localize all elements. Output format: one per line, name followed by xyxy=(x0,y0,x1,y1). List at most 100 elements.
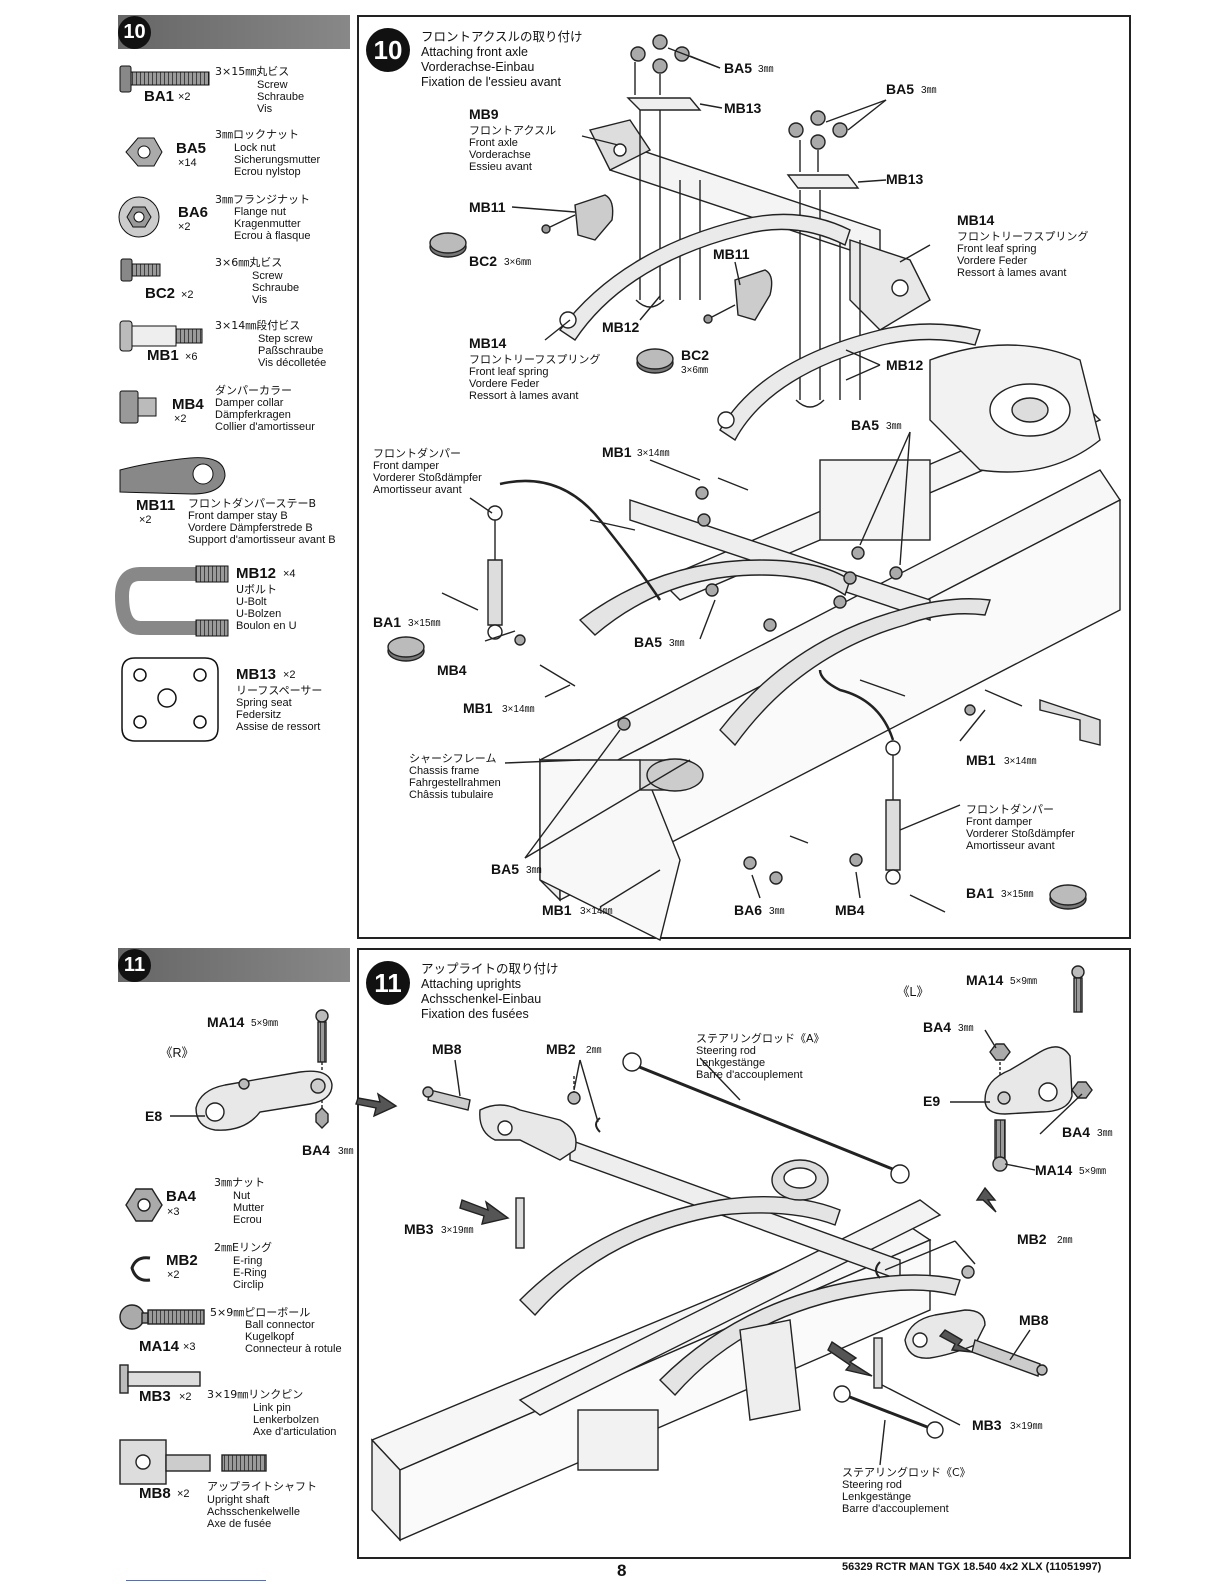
part-mb4-code: MB4 xyxy=(172,396,204,413)
callout-damper-left-jp: フロントダンパー xyxy=(373,447,461,460)
callout-steer-a-fr: Barre d'accouplement xyxy=(696,1069,803,1081)
callout-steer-c-fr: Barre d'accouplement xyxy=(842,1503,949,1515)
callout-mb11-a: MB11 xyxy=(469,199,506,215)
part-mb11-de: Vordere Dämpferstrede B xyxy=(188,522,313,534)
callout-ba5-bottom-size: 3㎜ xyxy=(526,865,542,876)
callout-steer-c-de: Lenkgestänge xyxy=(842,1491,912,1503)
short-screw-icon xyxy=(120,258,161,282)
step11-badge: 11 xyxy=(118,949,151,982)
part-ba4-qty: ×3 xyxy=(167,1206,180,1218)
ball-connector-icon xyxy=(315,1009,329,1070)
l-label: 《L》 xyxy=(897,985,929,999)
step10-badge: 10 xyxy=(118,16,151,49)
callout-bc2-b-size: 3×6㎜ xyxy=(681,365,708,376)
callout-mb4-left: MB4 xyxy=(437,662,467,678)
ball-connector-icon xyxy=(119,1304,205,1330)
part-mb2-code: MB2 xyxy=(166,1252,198,1269)
callout-mb4-bottom: MB4 xyxy=(835,902,865,918)
part-mb13-de: Federsitz xyxy=(236,709,282,721)
part-bc2-code: BC2 xyxy=(145,285,176,302)
part-ba4-fr: Ecrou xyxy=(233,1214,262,1226)
callout-mb1-right: MB1 xyxy=(966,752,996,768)
part-mb3-qty: ×2 xyxy=(179,1391,192,1403)
callout-chassis-jp: シャーシフレーム xyxy=(409,752,497,765)
part-mb4-size: ダンパーカラー xyxy=(215,384,292,397)
callout-mb3-right: MB3 xyxy=(972,1417,1002,1433)
part-mb3-en: Link pin xyxy=(253,1402,291,1414)
part-mb12-code: MB12 xyxy=(236,565,277,582)
part-ba1-code: BA1 xyxy=(144,88,175,105)
part-mb3-size: 3×19㎜リンクピン xyxy=(207,1388,304,1401)
part-mb13-code: MB13 xyxy=(236,666,277,683)
part-ba1-en: Screw xyxy=(257,79,288,91)
part-bc2-fr: Vis xyxy=(252,294,268,306)
callout-mb14-left-jp: フロントリーフスプリング xyxy=(469,353,601,366)
callout-damper-right-fr: Amortisseur avant xyxy=(966,840,1055,852)
part-bc2-de: Schraube xyxy=(252,282,300,294)
callout-mb14-left-fr: Ressort à lames avant xyxy=(469,390,579,402)
screw-icon xyxy=(119,65,210,93)
part-mb13-fr: Assise de ressort xyxy=(236,721,321,733)
part-mb3-fr: Axe d'articulation xyxy=(253,1426,337,1438)
callout-ba5-mid-size: 3㎜ xyxy=(886,421,902,432)
callout-mb9-en: Front axle xyxy=(469,137,518,149)
callout-mb2-right-size: 2㎜ xyxy=(1057,1235,1073,1246)
part-ma14-qty: ×3 xyxy=(183,1341,196,1353)
step10-title-de: Vorderachse-Einbau xyxy=(421,60,535,74)
step10-panel xyxy=(357,15,1131,939)
callout-mb1-bottom: MB1 xyxy=(542,902,572,918)
part-mb1-size: 3×14㎜段付ビス xyxy=(215,319,301,332)
nut-icon xyxy=(125,1188,163,1222)
part-ba6-code: BA6 xyxy=(178,204,209,221)
callout-damper-right-de: Vorderer Stoßdämpfer xyxy=(966,828,1075,840)
part-mb2-fr: Circlip xyxy=(233,1279,264,1291)
step11-number: 11 xyxy=(123,954,146,976)
callout-ba5-right-size: 3㎜ xyxy=(921,85,937,96)
part-mb4-de: Dämpferkragen xyxy=(215,409,291,421)
callout-e9: E9 xyxy=(923,1093,941,1109)
callout-ba4-r-size: 3㎜ xyxy=(958,1023,974,1034)
step11-title-badge: 11 xyxy=(366,961,410,1005)
callout-mb1-bottom-size: 3×14㎜ xyxy=(580,906,613,917)
callout-bc2-b: BC2 xyxy=(681,347,710,363)
part-ma14-code: MA14 xyxy=(139,1338,180,1355)
part-ma14-de: Kugelkopf xyxy=(245,1331,294,1343)
part-ba5-de: Sicherungsmutter xyxy=(234,154,321,166)
step-screw-icon xyxy=(119,320,203,352)
damper-stay-icon xyxy=(119,457,226,495)
part-mb1-code: MB1 xyxy=(147,347,179,364)
callout-ba5-top-size: 3㎜ xyxy=(758,64,774,75)
part-mb3-code: MB3 xyxy=(139,1388,171,1405)
left-e8: E8 xyxy=(145,1108,163,1124)
callout-ba1-bottom: BA1 xyxy=(966,885,995,901)
callout-ba4-r2: BA4 xyxy=(1062,1124,1091,1140)
part-mb2-de: E-Ring xyxy=(233,1267,267,1279)
callout-mb1-right-size: 3×14㎜ xyxy=(1004,756,1037,767)
callout-steer-a-jp: ステアリングロッド《A》 xyxy=(696,1032,825,1045)
part-ba6-size: 3㎜フランジナット xyxy=(215,193,310,206)
part-mb12-qty: ×4 xyxy=(283,568,296,580)
part-mb13-en: Spring seat xyxy=(236,697,292,709)
part-mb11-en: Front damper stay B xyxy=(188,510,288,522)
callout-mb3-right-size: 3×19㎜ xyxy=(1010,1421,1043,1432)
part-mb13-size: リーフスペーサー xyxy=(236,684,323,697)
part-ma14-en: Ball connector xyxy=(245,1319,315,1331)
callout-chassis-en: Chassis frame xyxy=(409,765,480,777)
part-mb4-fr: Collier d'amortisseur xyxy=(215,421,315,433)
left-ma14-size: 5×9㎜ xyxy=(251,1018,278,1029)
callout-mb12-b: MB12 xyxy=(886,357,924,373)
callout-mb8-left: MB8 xyxy=(432,1041,462,1057)
part-mb8-code: MB8 xyxy=(139,1485,171,1502)
callout-mb1-left: MB1 xyxy=(463,700,493,716)
step10-title-number: 10 xyxy=(373,34,403,65)
part-ba6-fr: Ecrou à flasque xyxy=(234,230,311,242)
callout-ba5-center-size: 3㎜ xyxy=(669,638,685,649)
part-mb12-size: Uボルト xyxy=(236,583,278,596)
callout-steer-c-en: Steering rod xyxy=(842,1479,902,1491)
part-mb13-qty: ×2 xyxy=(283,669,296,681)
part-ba6-qty: ×2 xyxy=(178,221,191,233)
callout-mb14-left-de: Vordere Feder xyxy=(469,378,540,390)
part-mb8-qty: ×2 xyxy=(177,1488,190,1500)
